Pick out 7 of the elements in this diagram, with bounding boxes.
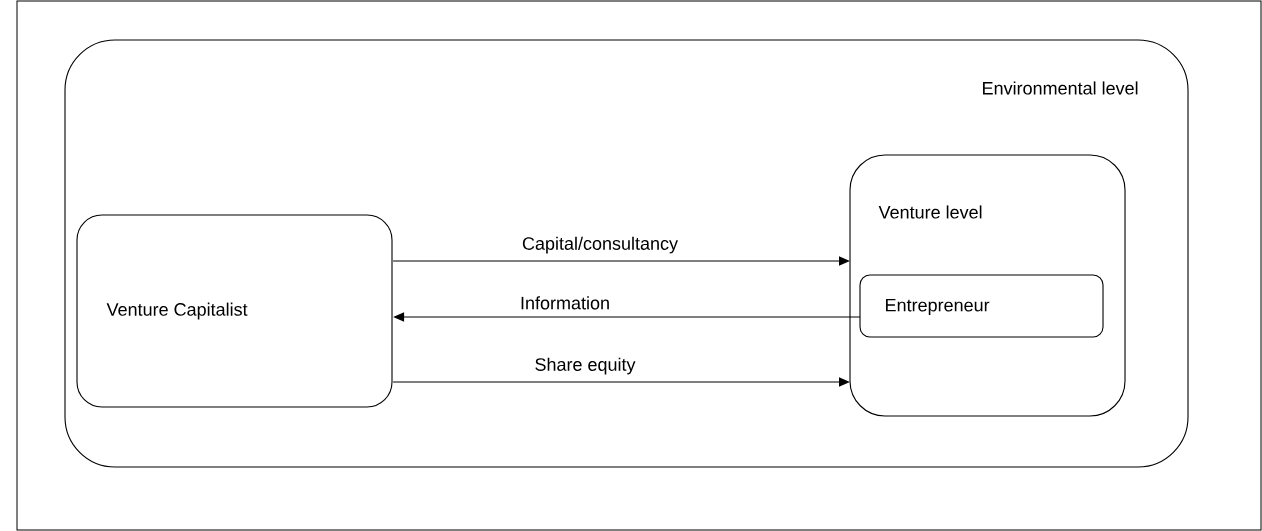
- edge-label: Capital/consultancy: [522, 236, 678, 254]
- process-box: Venture Capitalist: [76, 214, 393, 408]
- process-box: Entrepreneur: [859, 274, 1104, 338]
- arrow: [392, 377, 850, 387]
- edge-label: Information: [521, 296, 609, 310]
- arrow: [392, 256, 850, 266]
- edge-label: Share equity: [535, 357, 636, 375]
